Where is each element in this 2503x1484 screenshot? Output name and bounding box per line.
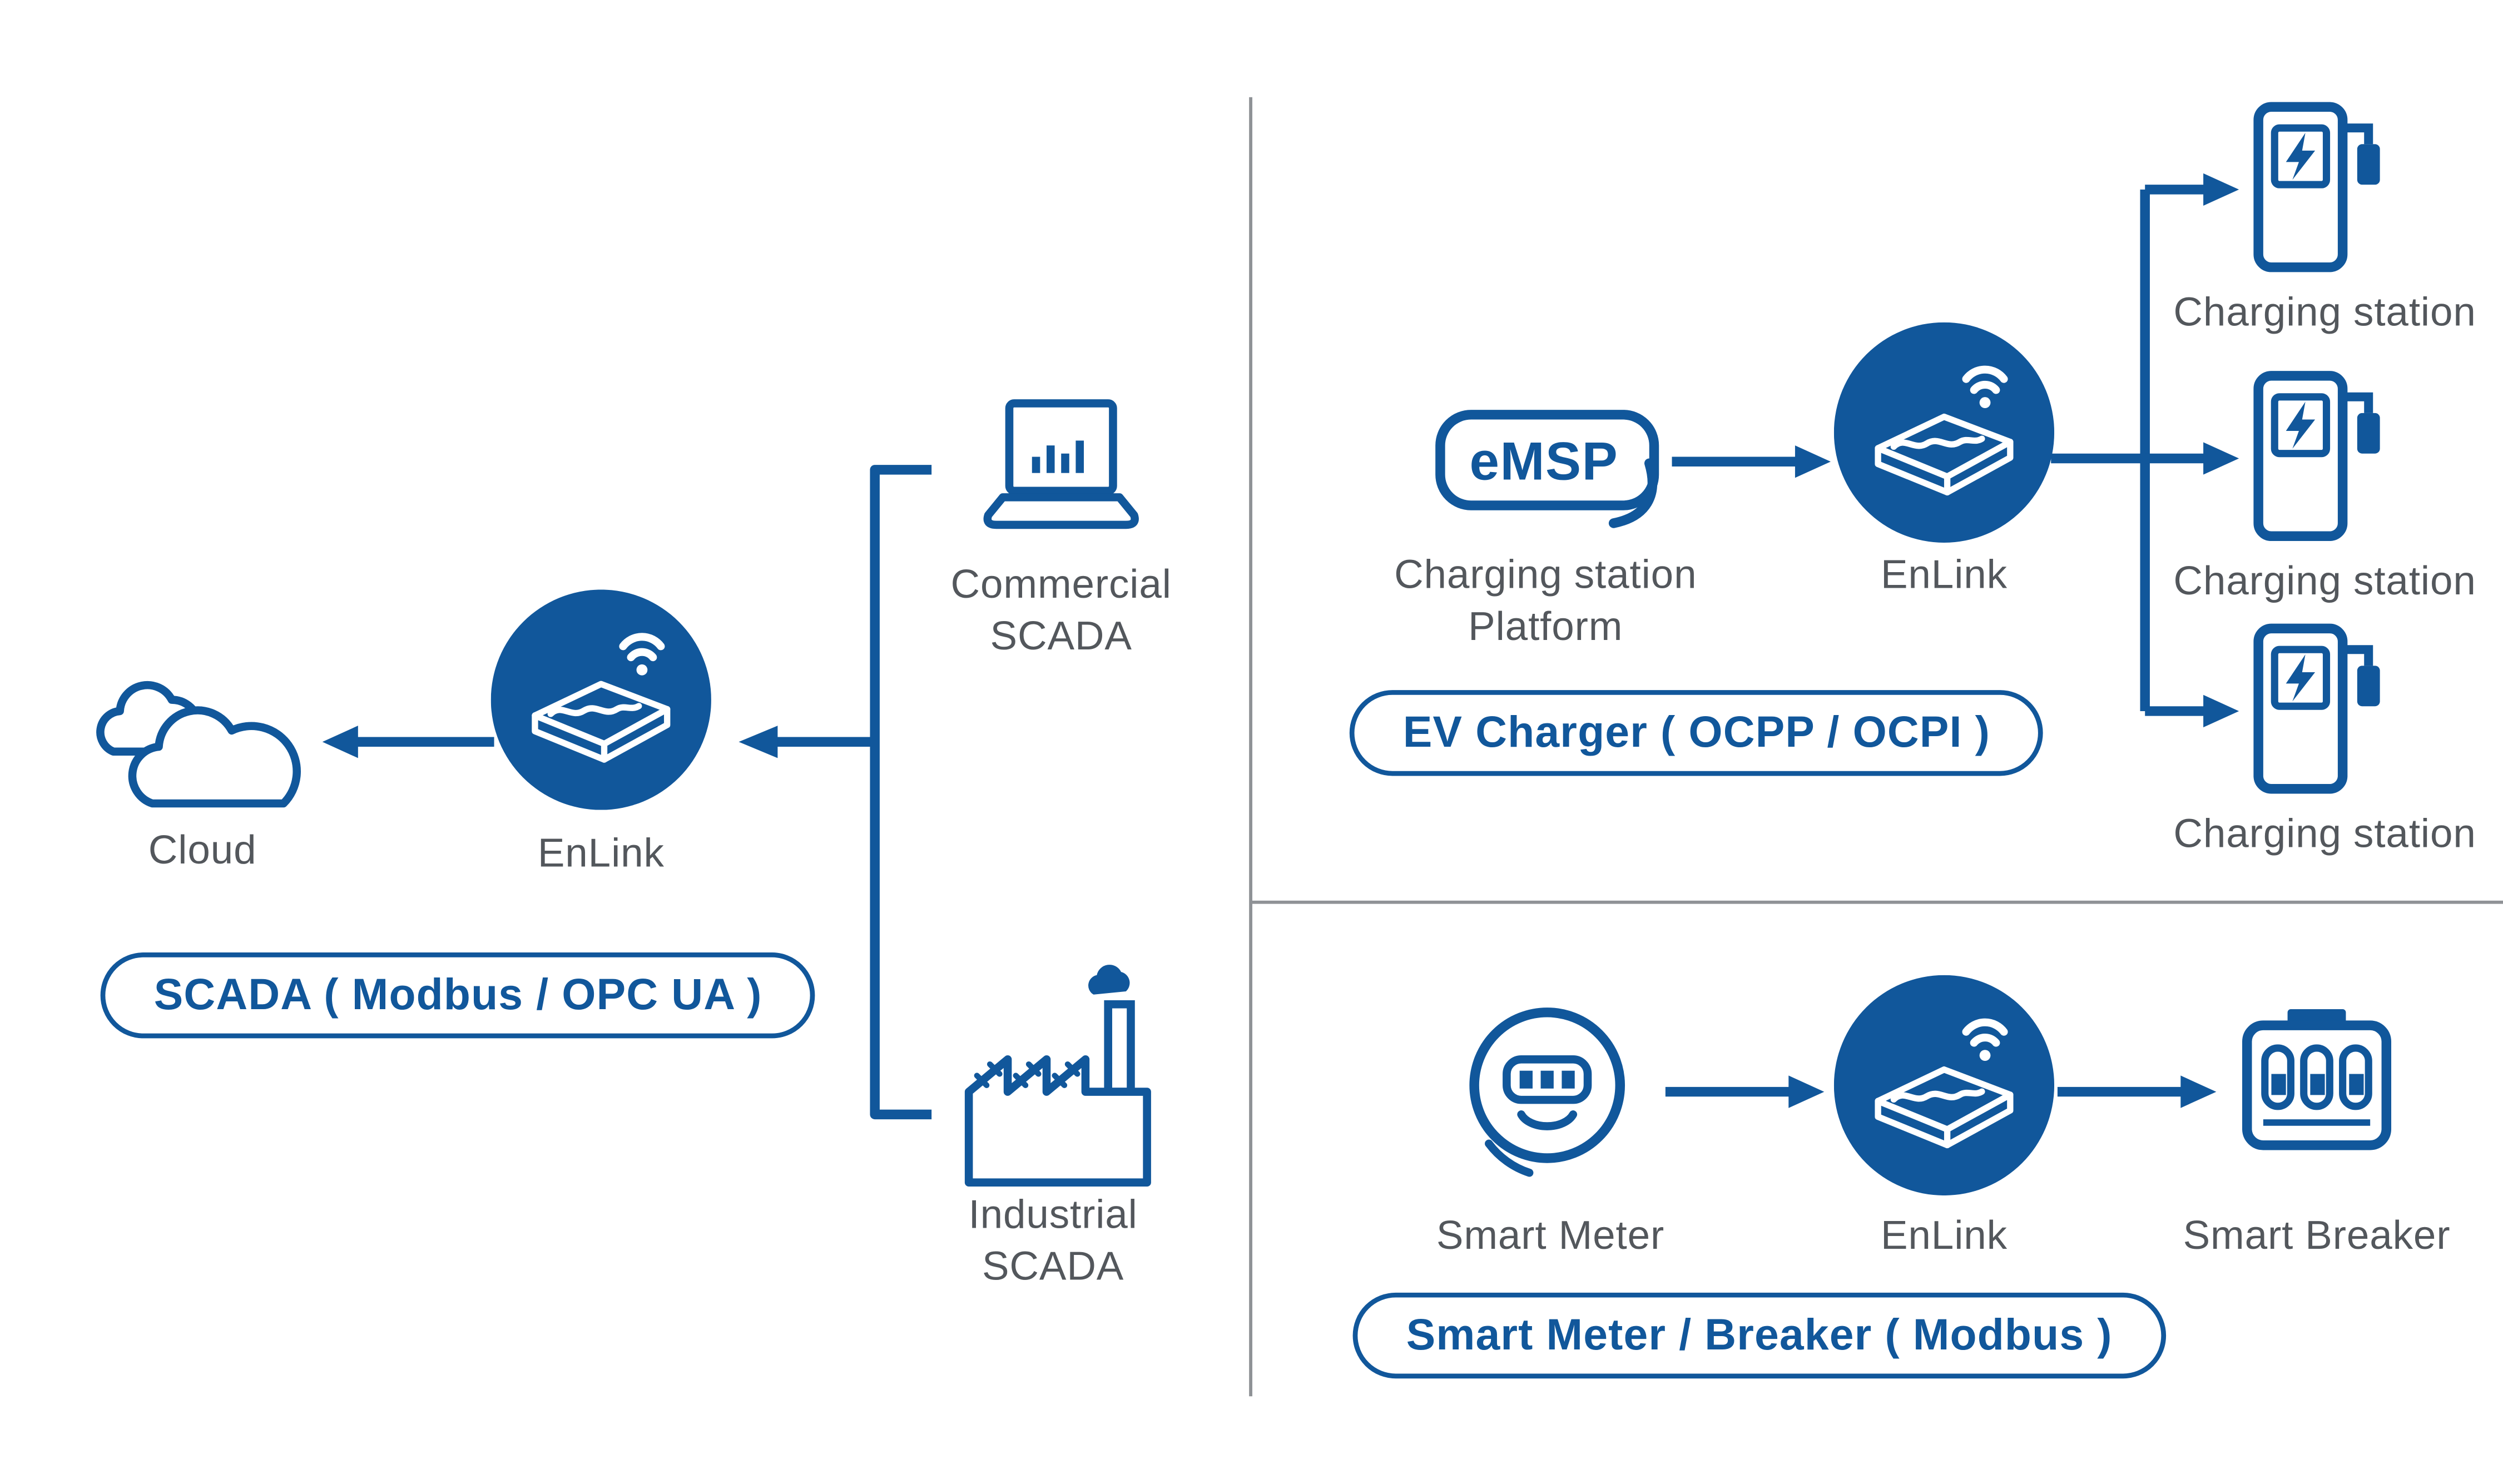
charging-station-label: Charging station	[2173, 559, 2476, 604]
arrow-left-icon	[322, 726, 494, 758]
emsp-label: eMSP	[1469, 430, 1619, 491]
enlink-label: EnLink	[1880, 552, 2008, 598]
smart-breaker-label: Smart Breaker	[2183, 1213, 2451, 1259]
arrow-right-icon	[2057, 1075, 2217, 1108]
commercial-scada-icon	[983, 399, 1139, 529]
charging-station-label: Charging station	[2173, 290, 2476, 336]
industrial-scada-label: Industrial SCADA	[968, 1192, 1138, 1289]
charging-station-icon	[2249, 369, 2385, 547]
smart-meter-breaker-pill: Smart Meter / Breaker ( Modbus )	[1352, 1292, 2166, 1379]
branch-connector	[2051, 173, 2239, 728]
enlink-label: EnLink	[537, 831, 665, 877]
smart-meter-panel: Smart Meter EnLink Smart Break	[1251, 901, 2503, 1484]
smart-breaker-icon	[2242, 1009, 2392, 1150]
smart-meter-icon	[1469, 1007, 1625, 1177]
industrial-scada-icon	[964, 965, 1151, 1187]
smart-meter-label: Smart Meter	[1436, 1213, 1665, 1259]
charging-station-icon	[2249, 101, 2385, 279]
arrow-right-icon	[1665, 1075, 1825, 1108]
charging-station-icon	[2249, 622, 2385, 800]
arrow-right-icon	[1672, 445, 1831, 478]
scada-protocol-pill: SCADA ( Modbus / OPC UA )	[100, 952, 816, 1039]
ev-charger-pill: EV Charger ( OCPP / OCPI )	[1349, 690, 2044, 776]
platform-label: Charging station Platform	[1394, 552, 1697, 649]
divider-vertical	[1249, 97, 1252, 1397]
enlink-gateway-icon	[1834, 322, 2054, 543]
commercial-scada-label: Commercial SCADA	[950, 562, 1172, 659]
cloud-icon	[96, 681, 301, 808]
enlink-gateway-icon	[1834, 975, 2054, 1195]
ev-charger-panel: eMSP Charging station Platform EnLink Ch…	[1251, 0, 2503, 901]
emsp-bubble-icon	[1435, 410, 1659, 528]
bracket-connector	[738, 465, 932, 1120]
charging-station-label: Charging station	[2173, 811, 2476, 857]
cloud-label: Cloud	[148, 827, 257, 873]
divider-horizontal	[1251, 900, 2503, 904]
enlink-label: EnLink	[1880, 1213, 2008, 1259]
scada-panel: Cloud EnLink Commercial SCADA	[0, 0, 1247, 1484]
enlink-gateway-icon	[491, 589, 711, 810]
